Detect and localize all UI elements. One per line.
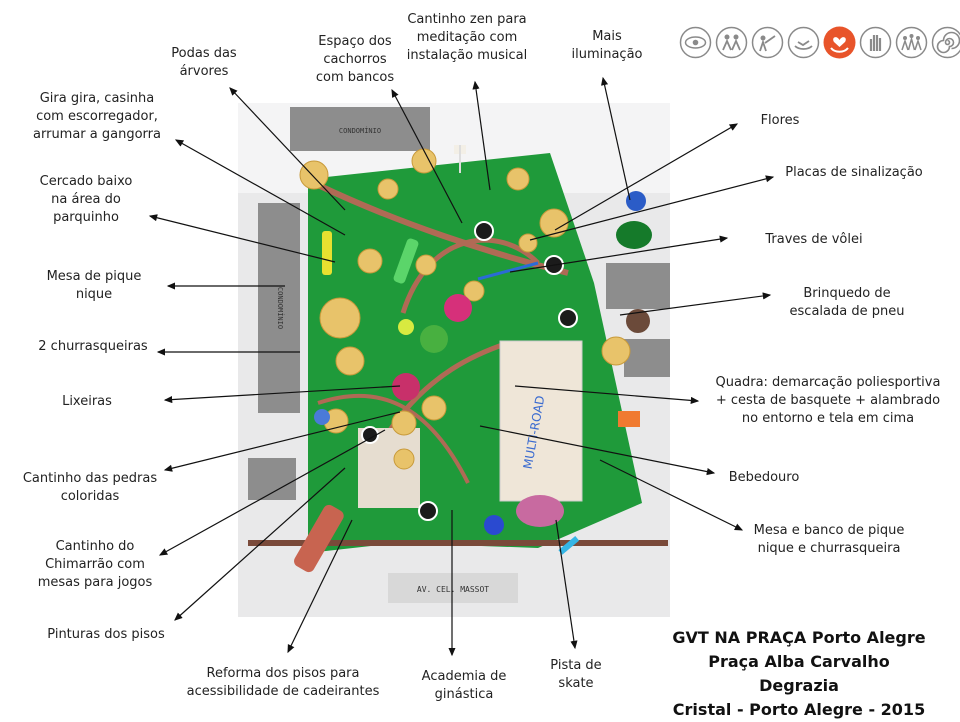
palm-icon <box>859 26 892 59</box>
condominium-side-label: CONDOMÍNIO <box>276 287 285 329</box>
label-bebedouro: Bebedouro <box>719 469 809 487</box>
label-pinturas: Pinturas dos pisos <box>36 626 176 644</box>
hands-icon <box>787 26 820 59</box>
condominium-top-label: CONDOMÍNIO <box>339 126 381 135</box>
label-churrasqueiras: 2 churrasqueiras <box>30 338 156 356</box>
people-icon <box>715 26 748 59</box>
label-quadra: Quadra: demarcação poliesportiva+ cesta … <box>703 374 953 428</box>
teacher-icon <box>751 26 784 59</box>
title-line-1: GVT NA PRAÇA Porto Alegre <box>668 626 930 650</box>
project-title-block: GVT NA PRAÇA Porto Alegre Praça Alba Car… <box>668 626 930 722</box>
label-placas: Placas de sinalização <box>779 164 929 182</box>
park-model-illustration: CONDOMÍNIO CONDOMÍNIO MULTI-ROAD <box>238 103 670 617</box>
label-traves: Traves de vôlei <box>755 231 873 249</box>
eye-icon <box>679 26 712 59</box>
spiral-icon <box>931 26 960 59</box>
street-label: AV. CEL. MASSOT <box>417 585 489 594</box>
group-icon <box>895 26 928 59</box>
label-lixeiras: Lixeiras <box>52 393 122 411</box>
title-line-3: Cristal - Porto Alegre - 2015 <box>668 698 930 722</box>
heart-hands-icon <box>823 26 856 59</box>
park-model-photo: CONDOMÍNIO CONDOMÍNIO MULTI-ROAD <box>238 103 670 617</box>
theme-icon-row <box>679 26 960 60</box>
label-flores: Flores <box>742 112 818 130</box>
title-line-2: Praça Alba Carvalho Degrazia <box>668 650 930 698</box>
